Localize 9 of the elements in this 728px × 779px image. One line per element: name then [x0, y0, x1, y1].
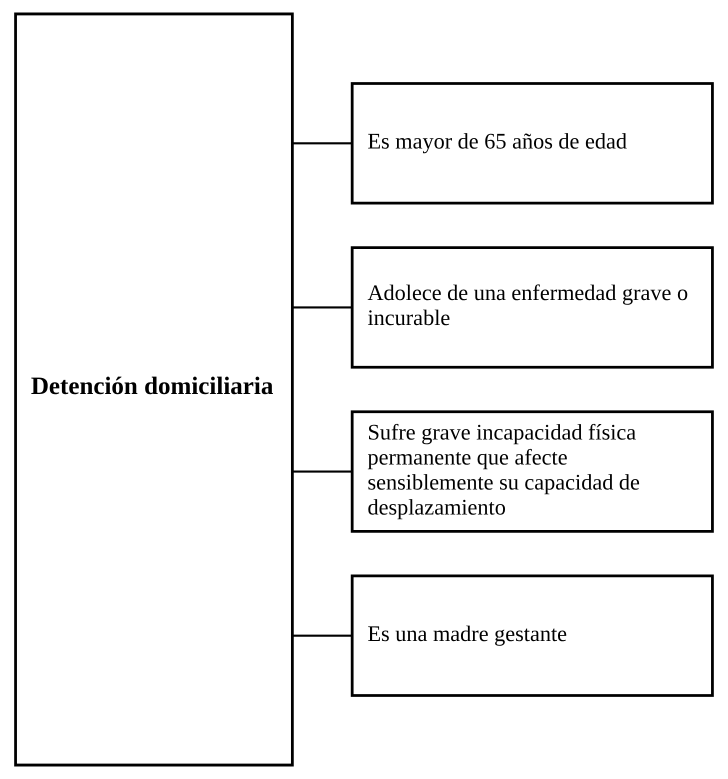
connector — [292, 306, 352, 308]
node-box: Adolece de una enfermedad grave o incurable — [350, 246, 714, 369]
node-box: Es mayor de 65 años de edad — [350, 82, 714, 204]
connector — [292, 634, 352, 637]
node-box: Es una madre gestante — [350, 574, 714, 697]
connector — [292, 470, 352, 473]
node-box: Sufre grave incapacidad física permanente que afecte sensiblemente su capacidad de desplazamiento — [350, 410, 714, 533]
connector — [292, 142, 352, 144]
node-box: Detención domiciliaria — [14, 12, 294, 766]
